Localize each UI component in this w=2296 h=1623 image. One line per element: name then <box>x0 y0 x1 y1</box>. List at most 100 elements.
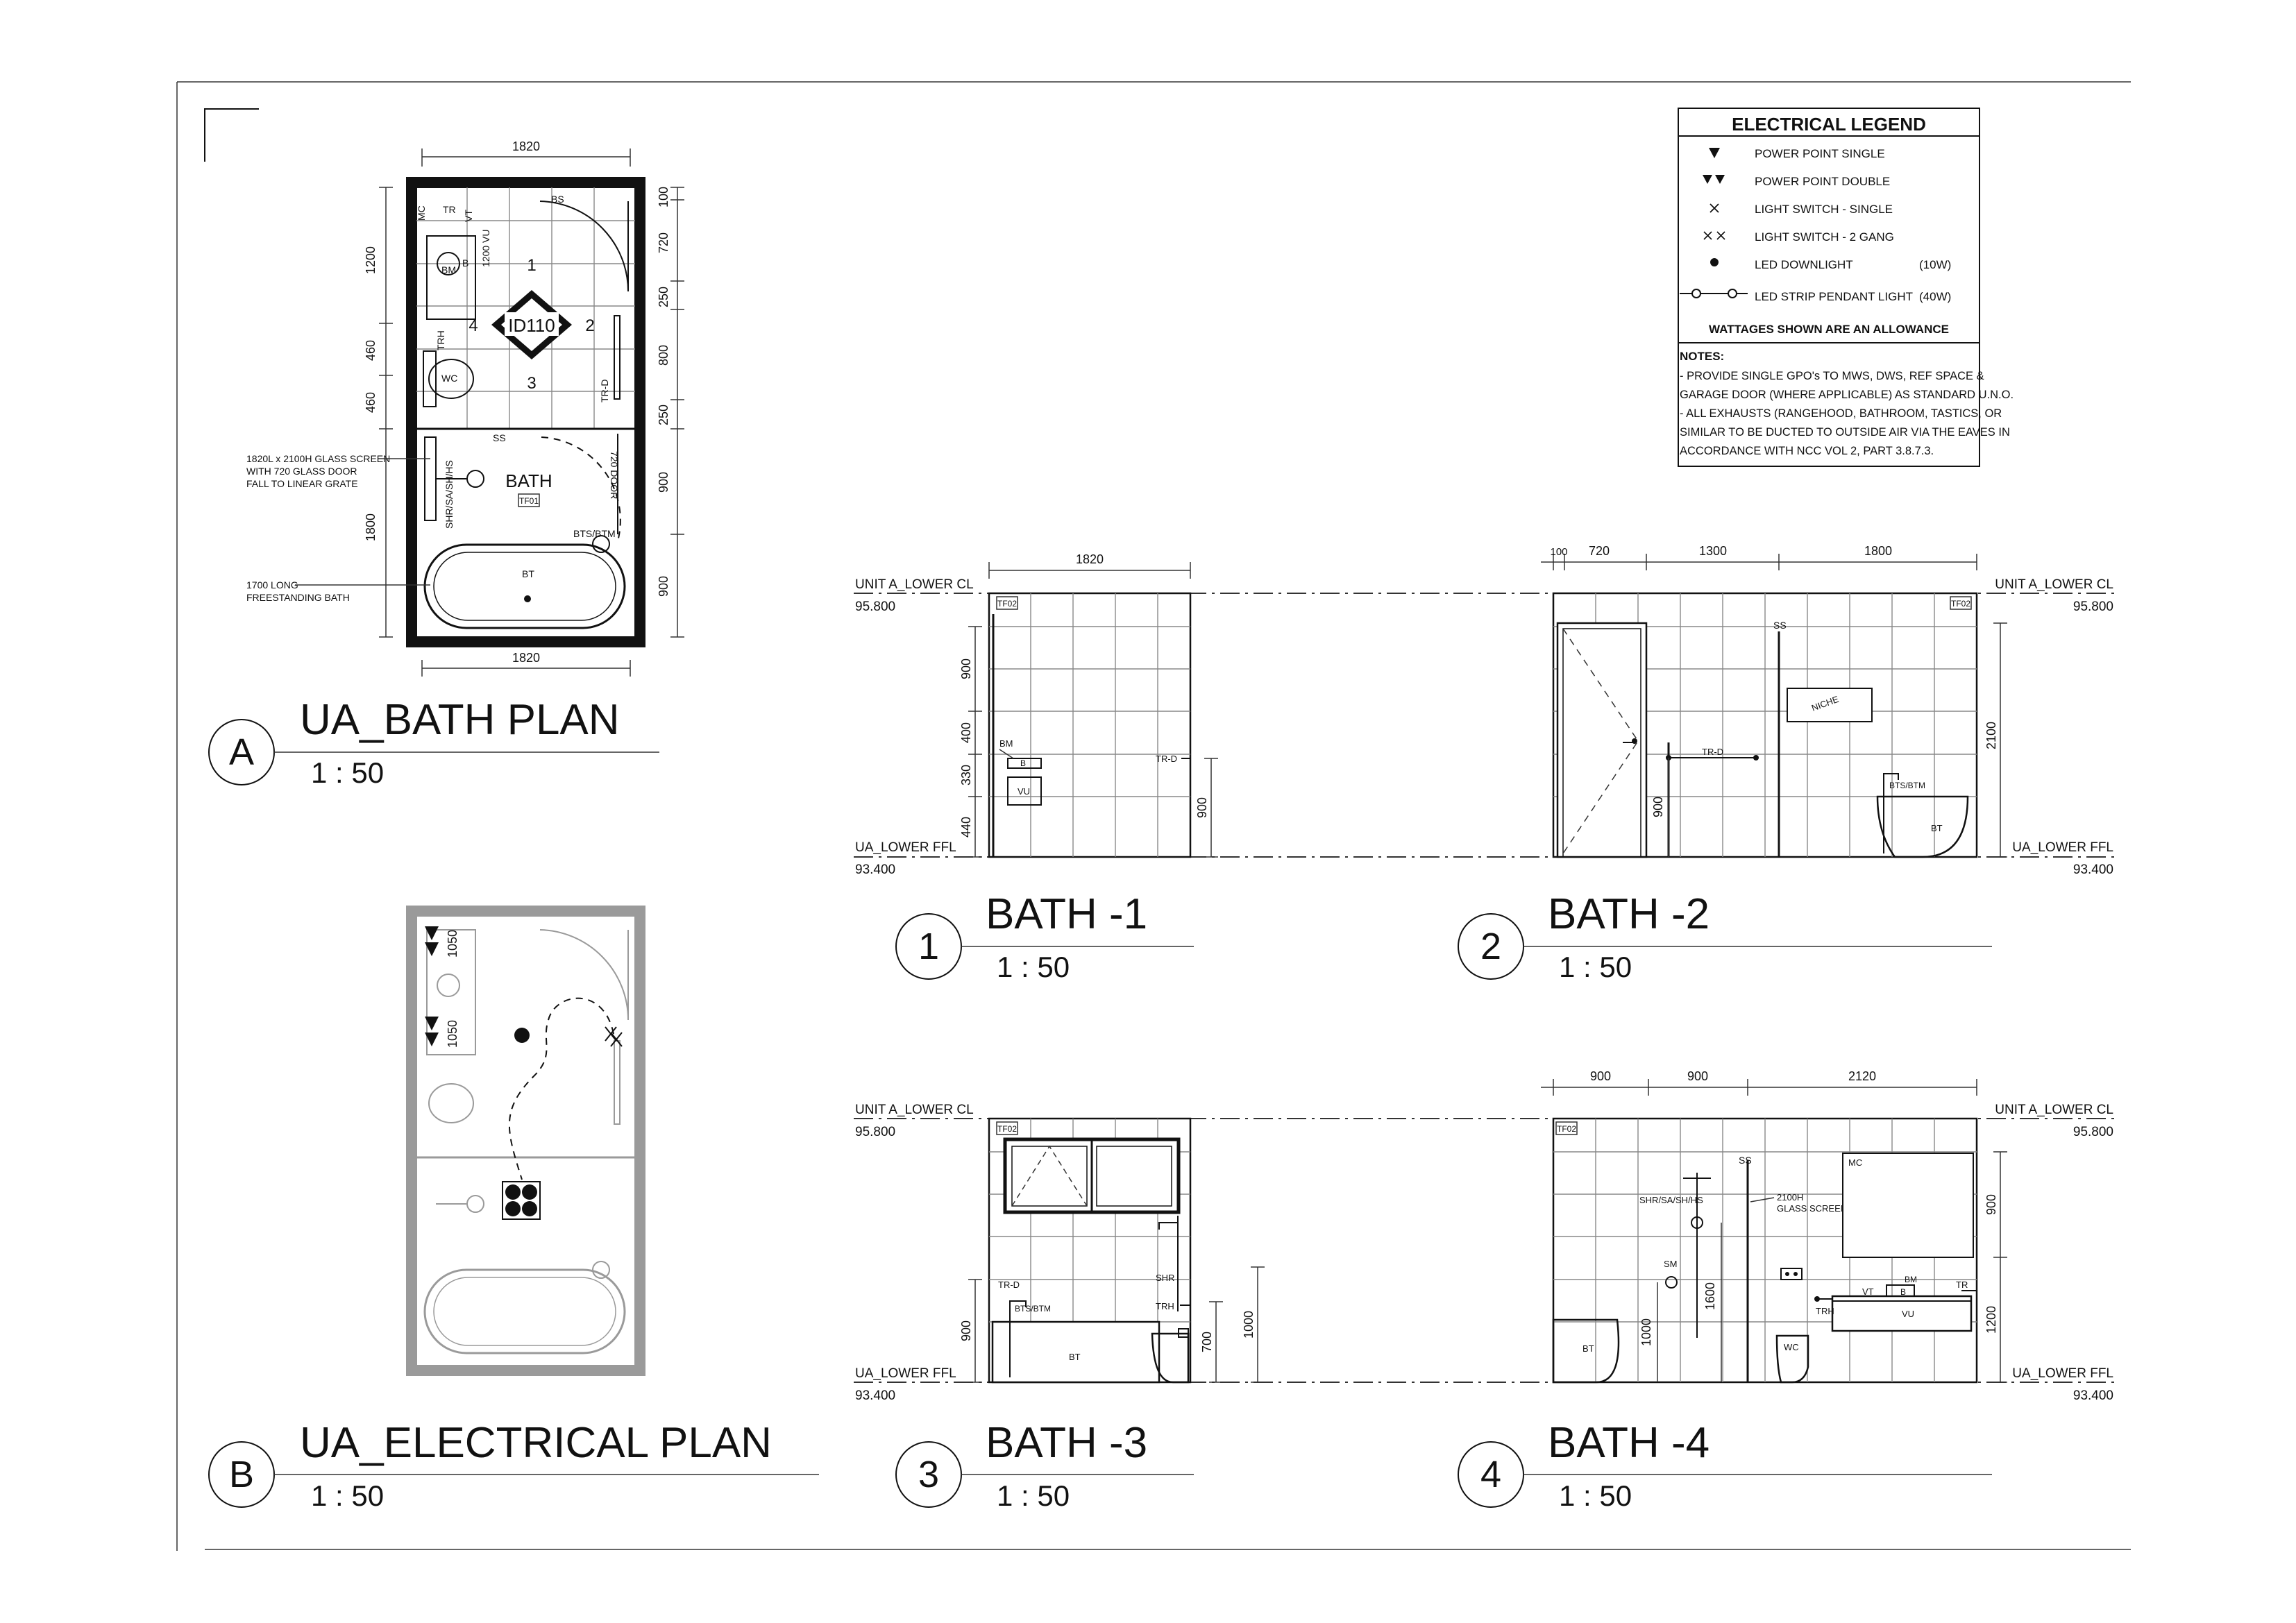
elev2-trd: TR-D <box>1702 747 1723 757</box>
wall-number-2: 2 <box>585 316 594 335</box>
elev1-b: B <box>1020 758 1026 768</box>
title-elevation-1: 1 BATH -1 1 : 50 <box>895 890 1194 983</box>
elev2-ss: SS <box>1773 620 1787 631</box>
plan-b-title: UA_ELECTRICAL PLAN <box>300 1419 772 1467</box>
label-bts: BTS/BTM <box>573 528 616 539</box>
plan-a-title: UA_BATH PLAN <box>300 696 620 744</box>
elev2-dim-top-1: 100 <box>1550 546 1567 558</box>
elev3-bt: BT <box>1069 1352 1081 1362</box>
title-elevation-2: 2 BATH -2 1 : 50 <box>1458 890 1992 983</box>
label-vu-depth: 1200 VU <box>480 230 491 267</box>
elev4-shr: SHR/SA/SH/HS <box>1639 1195 1703 1205</box>
elev4-b: B <box>1900 1287 1906 1297</box>
level-floor-name: UA_LOWER FFL <box>2012 840 2113 855</box>
bath-plan-callouts: 1820L x 2100H GLASS SCREEN WITH 720 GLAS… <box>246 453 430 603</box>
callout-bath-2: FREESTANDING BATH <box>246 592 350 603</box>
vanity <box>426 235 476 320</box>
label-mc: MC <box>416 205 427 221</box>
elev4-screen-1: 2100H <box>1777 1192 1803 1203</box>
title-plan-b: B UA_ELECTRICAL PLAN 1 : 50 <box>208 1419 819 1512</box>
elev1-dim-left-4: 440 <box>959 817 973 838</box>
dim-right-7: 900 <box>657 576 670 597</box>
level-ceiling-name: UNIT A_LOWER CL <box>855 577 974 592</box>
double-triangle-icon <box>1703 175 1725 184</box>
basin <box>437 252 460 275</box>
level-floor-value: 93.400 <box>855 863 895 877</box>
elev2-dim-left: 900 <box>1651 797 1665 817</box>
callout-screen-2: WITH 720 GLASS DOOR <box>246 466 357 477</box>
elev4-dim-right-1: 900 <box>1984 1194 1998 1215</box>
dim-right-4: 800 <box>657 345 670 366</box>
level-ceiling-value: 95.800 <box>855 1125 895 1139</box>
dim-right-5: 250 <box>657 405 670 425</box>
dot-icon <box>1710 258 1719 266</box>
wall-number-3: 3 <box>527 374 536 393</box>
label-b: B <box>462 257 469 269</box>
callout-bath-1: 1700 LONG <box>246 579 298 590</box>
elev1-dim-left-1: 900 <box>959 658 973 679</box>
label-bs: BS <box>551 194 564 205</box>
room-tag: ID110 <box>491 290 572 359</box>
bathtub <box>423 543 626 629</box>
elev4-tag: 4 <box>1480 1454 1501 1495</box>
elev4-wc: WC <box>1784 1342 1799 1352</box>
elev2-bt: BT <box>1931 823 1943 833</box>
level-floor-value: 93.400 <box>2073 1388 2113 1403</box>
label-trd: TR-D <box>599 380 610 402</box>
double-triangle-icon <box>425 926 439 956</box>
level-floor-name: UA_LOWER FFL <box>2012 1366 2113 1381</box>
title-elevation-4: 4 BATH -4 1 : 50 <box>1458 1419 1992 1512</box>
elev4-dim-1000: 1000 <box>1639 1318 1653 1346</box>
elev3-tf: TF02 <box>997 1124 1017 1134</box>
elev1-scale: 1 : 50 <box>997 951 1070 983</box>
dim-left-4: 1800 <box>364 513 378 541</box>
elev4-tf: TF02 <box>1557 1124 1576 1134</box>
label-trh: TRH <box>435 330 446 350</box>
elev2-bts: BTS/BTM <box>1889 781 1925 790</box>
elev4-bm: BM <box>1905 1275 1917 1284</box>
callout-screen-3: FALL TO LINEAR GRATE <box>246 478 358 489</box>
towel-rail <box>614 315 621 400</box>
bath-plan-dimensions: 1820 1820 1200 460 460 1800 100 720 250 … <box>364 139 684 677</box>
door-swing <box>539 201 629 292</box>
level-ceiling-name: UNIT A_LOWER CL <box>855 1103 974 1117</box>
label-wc: WC <box>441 373 457 384</box>
dim-right-2: 720 <box>657 232 670 253</box>
plan-b-tag: B <box>229 1454 254 1495</box>
elev4-dim-top-3: 2120 <box>1848 1069 1876 1083</box>
elev3-bts: BTS/BTM <box>1015 1304 1051 1314</box>
dim-right-6: 900 <box>657 472 670 493</box>
plan-b-scale: 1 : 50 <box>311 1479 384 1512</box>
label-bm: BM <box>441 264 456 275</box>
elev3-dim-right-1: 700 <box>1200 1332 1214 1352</box>
legend-item-6: LED STRIP PENDANT LIGHT <box>1755 290 1913 303</box>
double-triangle-icon <box>425 1017 439 1046</box>
elevation-bath-3: TF02 SHR TRH BT BTS/BTM TR-D 900 700 100… <box>959 1117 1265 1384</box>
dot-icon <box>514 1028 530 1043</box>
elev1-trd: TR-D <box>1156 754 1177 764</box>
elev3-trd: TR-D <box>998 1280 1020 1290</box>
elev3-scale: 1 : 50 <box>997 1479 1070 1512</box>
elev2-scale: 1 : 50 <box>1559 951 1632 983</box>
elev1-title: BATH -1 <box>986 890 1147 938</box>
elev1-dim-top: 1820 <box>1076 552 1104 566</box>
legend-note-2: GARAGE DOOR (WHERE APPLICABLE) AS STANDA… <box>1680 389 2014 401</box>
elev4-screen-2: GLASS SCREEN <box>1777 1203 1847 1214</box>
elev4-trh: TRH <box>1816 1306 1834 1316</box>
elev1-vu: VU <box>1018 786 1030 797</box>
legend-note-4: SIMILAR TO BE DUCTED TO OUTSIDE AIR VIA … <box>1680 426 2010 439</box>
dim-left-2: 460 <box>364 340 378 361</box>
elev2-dim-top-4: 1800 <box>1864 544 1892 558</box>
legend-notes-title: NOTES: <box>1680 350 1724 363</box>
title-plan-a: A UA_BATH PLAN 1 : 50 <box>208 696 659 789</box>
elev4-tr: TR <box>1956 1280 1968 1290</box>
elev4-bt: BT <box>1582 1343 1594 1354</box>
sheet-frame <box>176 81 2131 1551</box>
elev4-dim-1600: 1600 <box>1703 1282 1717 1310</box>
elec-dim-2: 1050 <box>446 1020 459 1048</box>
switch-wiring <box>509 997 614 1180</box>
elev2-dim-top-2: 720 <box>1589 544 1610 558</box>
label-tf01: TF01 <box>519 496 539 506</box>
level-ceiling-name: UNIT A_LOWER CL <box>1995 1103 2113 1117</box>
